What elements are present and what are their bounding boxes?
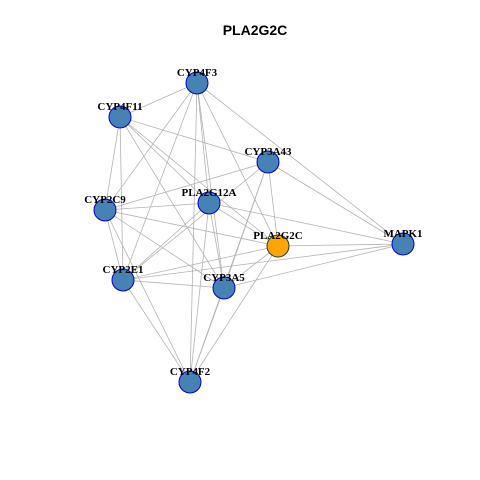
edge-cyp4f3-pla2g12a bbox=[196, 82, 210, 204]
node-pla2g2c[interactable] bbox=[266, 234, 290, 258]
edge-pla2g12a-mapk1 bbox=[208, 202, 404, 245]
node-label-cyp4f3: CYP4F3 bbox=[177, 67, 218, 79]
node-label-cyp3a5: CYP3A5 bbox=[203, 272, 245, 284]
edge-cyp4f11-cyp3a43 bbox=[119, 116, 269, 163]
edge-cyp3a43-cyp2e1 bbox=[122, 161, 269, 281]
edges-layer bbox=[104, 82, 404, 383]
node-label-pla2g2c: PLA2G2C bbox=[253, 230, 303, 242]
graph-title: PLA2G2C bbox=[223, 22, 288, 38]
node-label-mapk1: MAPK1 bbox=[383, 228, 422, 240]
node-cyp2c9[interactable] bbox=[93, 198, 117, 222]
edge-cyp4f3-mapk1 bbox=[196, 82, 404, 245]
edge-cyp2c9-cyp3a5 bbox=[104, 209, 225, 289]
edge-cyp2c9-pla2g12a bbox=[104, 202, 210, 211]
edge-cyp3a43-pla2g2c bbox=[267, 161, 279, 247]
edge-pla2g2c-cyp2e1 bbox=[122, 245, 279, 281]
edge-cyp4f3-cyp3a5 bbox=[196, 82, 225, 289]
node-mapk1[interactable] bbox=[391, 232, 415, 256]
edge-pla2g12a-pla2g2c bbox=[208, 202, 279, 247]
edge-cyp3a43-mapk1 bbox=[267, 161, 404, 245]
edge-mapk1-cyp2e1 bbox=[122, 243, 404, 281]
edge-pla2g12a-cyp4f2 bbox=[189, 202, 210, 383]
edge-pla2g2c-mapk1 bbox=[277, 243, 404, 247]
edge-cyp4f3-cyp4f11 bbox=[119, 82, 198, 118]
node-cyp4f3[interactable] bbox=[185, 71, 209, 95]
edge-cyp2e1-cyp3a5 bbox=[122, 279, 225, 289]
edge-cyp4f11-cyp2e1 bbox=[119, 116, 124, 281]
edge-cyp2c9-cyp2e1 bbox=[104, 209, 124, 281]
node-cyp4f2[interactable] bbox=[178, 370, 202, 394]
edge-pla2g12a-cyp2e1 bbox=[122, 202, 210, 281]
edge-cyp4f11-cyp3a5 bbox=[119, 116, 225, 289]
edge-cyp3a43-cyp2c9 bbox=[104, 161, 269, 211]
edge-mapk1-cyp3a5 bbox=[223, 243, 404, 289]
nodes-layer bbox=[93, 71, 415, 394]
edge-cyp4f3-pla2g2c bbox=[196, 82, 279, 247]
edge-cyp4f3-cyp4f2 bbox=[189, 82, 198, 383]
node-cyp3a5[interactable] bbox=[212, 276, 236, 300]
node-label-cyp4f11: CYP4F11 bbox=[97, 101, 142, 113]
node-cyp2e1[interactable] bbox=[111, 268, 135, 292]
node-label-cyp4f2: CYP4F2 bbox=[170, 366, 211, 378]
node-cyp4f11[interactable] bbox=[108, 105, 132, 129]
node-cyp3a43[interactable] bbox=[256, 150, 280, 174]
node-label-pla2g12a: PLA2G12A bbox=[182, 187, 237, 199]
edge-pla2g2c-cyp4f2 bbox=[189, 245, 279, 383]
node-label-cyp3a43: CYP3A43 bbox=[244, 146, 292, 158]
edge-cyp4f11-cyp2c9 bbox=[104, 116, 121, 211]
edge-cyp4f11-pla2g2c bbox=[119, 116, 279, 247]
edge-pla2g12a-cyp3a5 bbox=[208, 202, 225, 289]
edge-cyp2c9-pla2g2c bbox=[104, 209, 279, 247]
node-label-cyp2e1: CYP2E1 bbox=[103, 264, 144, 276]
edge-cyp4f3-cyp2e1 bbox=[122, 82, 198, 281]
edge-cyp4f11-pla2g12a bbox=[119, 116, 210, 204]
node-label-cyp2c9: CYP2C9 bbox=[84, 194, 126, 206]
edge-cyp2c9-cyp4f2 bbox=[104, 209, 191, 383]
edge-cyp2e1-cyp4f2 bbox=[122, 279, 191, 383]
node-pla2g12a[interactable] bbox=[197, 191, 221, 215]
edge-cyp3a5-cyp4f2 bbox=[189, 287, 225, 383]
